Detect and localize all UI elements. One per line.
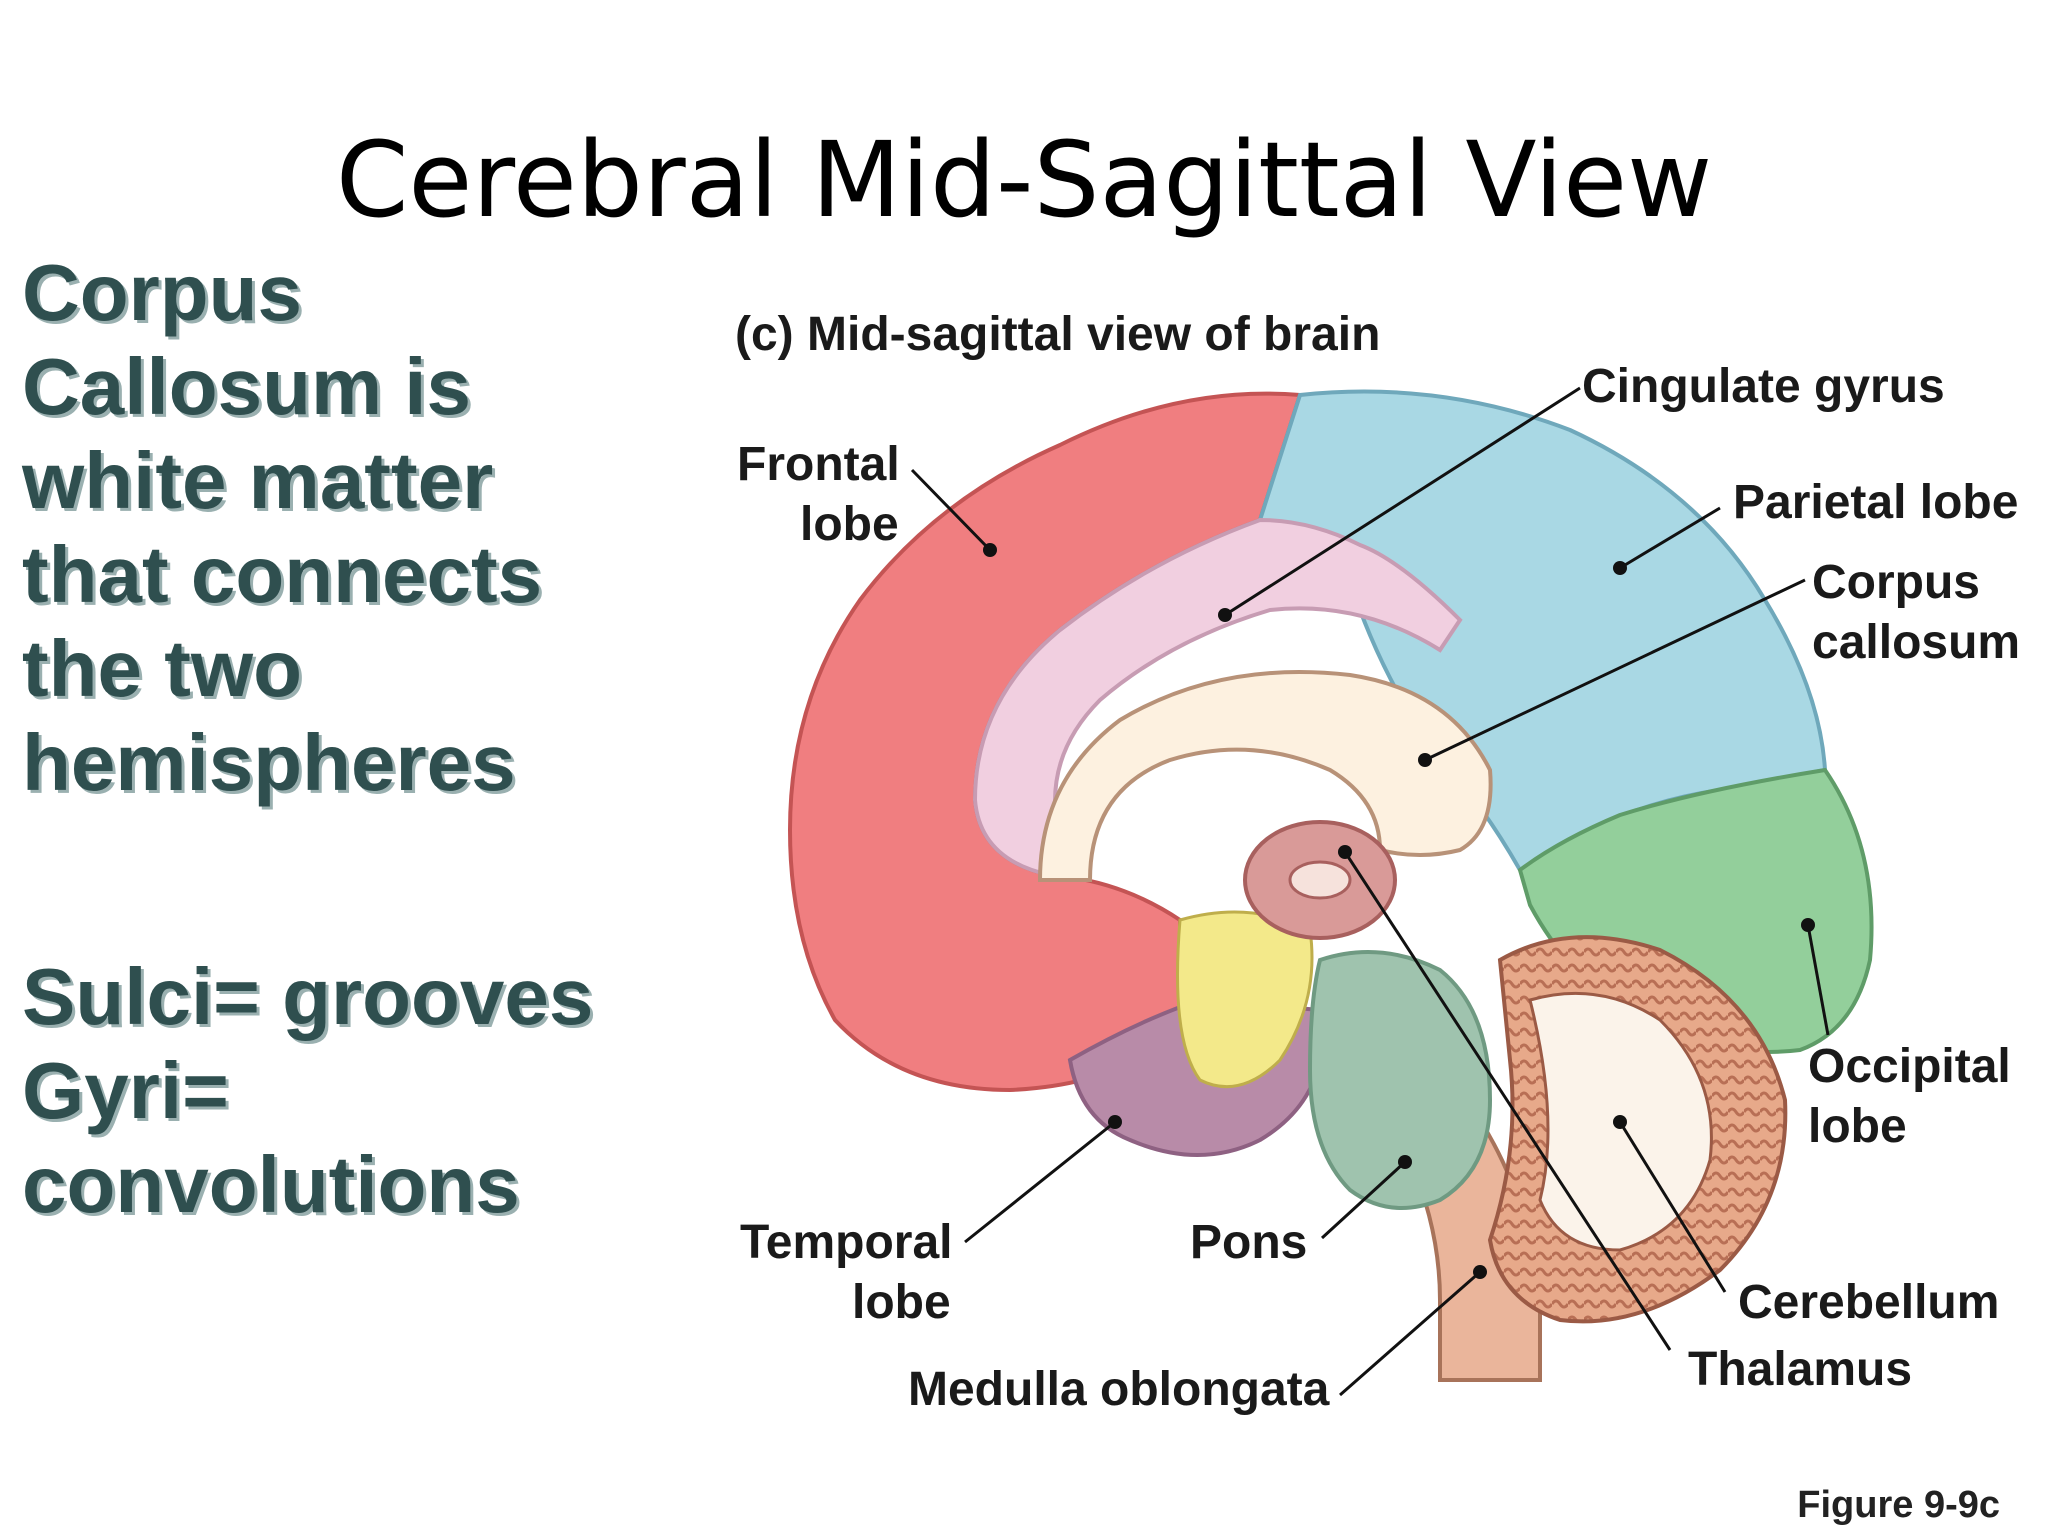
pointer-dot-medulla — [1473, 1265, 1487, 1279]
pointer-dot-thalamus — [1338, 845, 1352, 859]
intermediate-mass — [1288, 860, 1352, 900]
label-corpus-callosum-line2: callosum — [1812, 616, 2020, 669]
note-line: hemispheres — [22, 718, 516, 807]
leader-medulla-oblongata — [1339, 1270, 1481, 1397]
label-cerebellum: Cerebellum — [1738, 1276, 1999, 1329]
note-line: that connects — [22, 530, 543, 619]
figure-reference: Figure 9-9c — [1797, 1484, 2000, 1526]
label-frontal-lobe-line1: Frontal — [737, 438, 900, 491]
pointer-dot-temporal — [1108, 1115, 1122, 1129]
pointer-dot-pons — [1398, 1155, 1412, 1169]
label-thalamus: Thalamus — [1688, 1343, 1912, 1396]
leader-occipital-lobe — [1806, 924, 1830, 1036]
pons-region — [1307, 950, 1493, 1210]
leader-frontal-lobe — [910, 468, 992, 552]
label-corpus-callosum-line1: Corpus — [1812, 556, 1980, 609]
definition-line: Gyri= — [22, 1046, 229, 1135]
label-occipital-lobe-line1: Occipital — [1808, 1040, 2011, 1093]
leader-parietal-lobe — [1619, 506, 1721, 570]
figure-subtitle: (c) Mid-sagittal view of brain — [735, 308, 1380, 361]
label-temporal-lobe-line2: lobe — [852, 1276, 951, 1329]
pointer-dot-cingulate — [1218, 608, 1232, 622]
corpus-callosum-note: Corpus Callosum is white matter that con… — [22, 246, 662, 810]
cingulate-gyrus-region — [972, 517, 1463, 878]
leader-temporal-lobe — [964, 1120, 1116, 1244]
leader-cerebellum — [1618, 1121, 1727, 1293]
leader-cingulate-gyrus — [1224, 386, 1581, 617]
definition-line: Sulci= grooves — [22, 952, 594, 1041]
note-line: Callosum is — [22, 342, 472, 431]
pointer-dot-occipital — [1801, 918, 1815, 932]
note-line: Corpus — [22, 248, 302, 337]
note-line: white matter — [22, 436, 494, 525]
label-temporal-lobe-line1: Temporal — [740, 1216, 952, 1269]
pointer-dot-frontal — [983, 543, 997, 557]
corpus-callosum-region — [1037, 670, 1493, 882]
label-occipital-lobe-line2: lobe — [1808, 1100, 1907, 1153]
sulci-gyri-definitions: Sulci= grooves Gyri= convolutions — [22, 950, 662, 1232]
pointer-dot-corpus-callosum — [1418, 753, 1432, 767]
label-frontal-lobe-line2: lobe — [800, 498, 899, 551]
label-parietal-lobe: Parietal lobe — [1733, 476, 2018, 529]
definition-line: convolutions — [22, 1140, 520, 1229]
note-line: the two — [22, 624, 302, 713]
leader-lines — [910, 386, 1830, 1397]
label-medulla-oblongata: Medulla oblongata — [908, 1363, 1330, 1416]
brain-illustration — [787, 389, 1874, 1382]
leader-pons — [1320, 1160, 1407, 1240]
slide-title: Cerebral Mid-Sagittal View — [335, 119, 1713, 241]
pointer-dot-parietal — [1613, 561, 1627, 575]
leader-corpus-callosum — [1424, 578, 1806, 762]
pointer-dot-cerebellum — [1613, 1115, 1627, 1129]
leader-thalamus — [1343, 851, 1672, 1351]
label-cingulate-gyrus: Cingulate gyrus — [1582, 360, 1945, 413]
label-pons: Pons — [1190, 1216, 1307, 1269]
structure-labels: Cingulate gyrus Frontal lobe Parietal lo… — [737, 360, 2020, 1416]
